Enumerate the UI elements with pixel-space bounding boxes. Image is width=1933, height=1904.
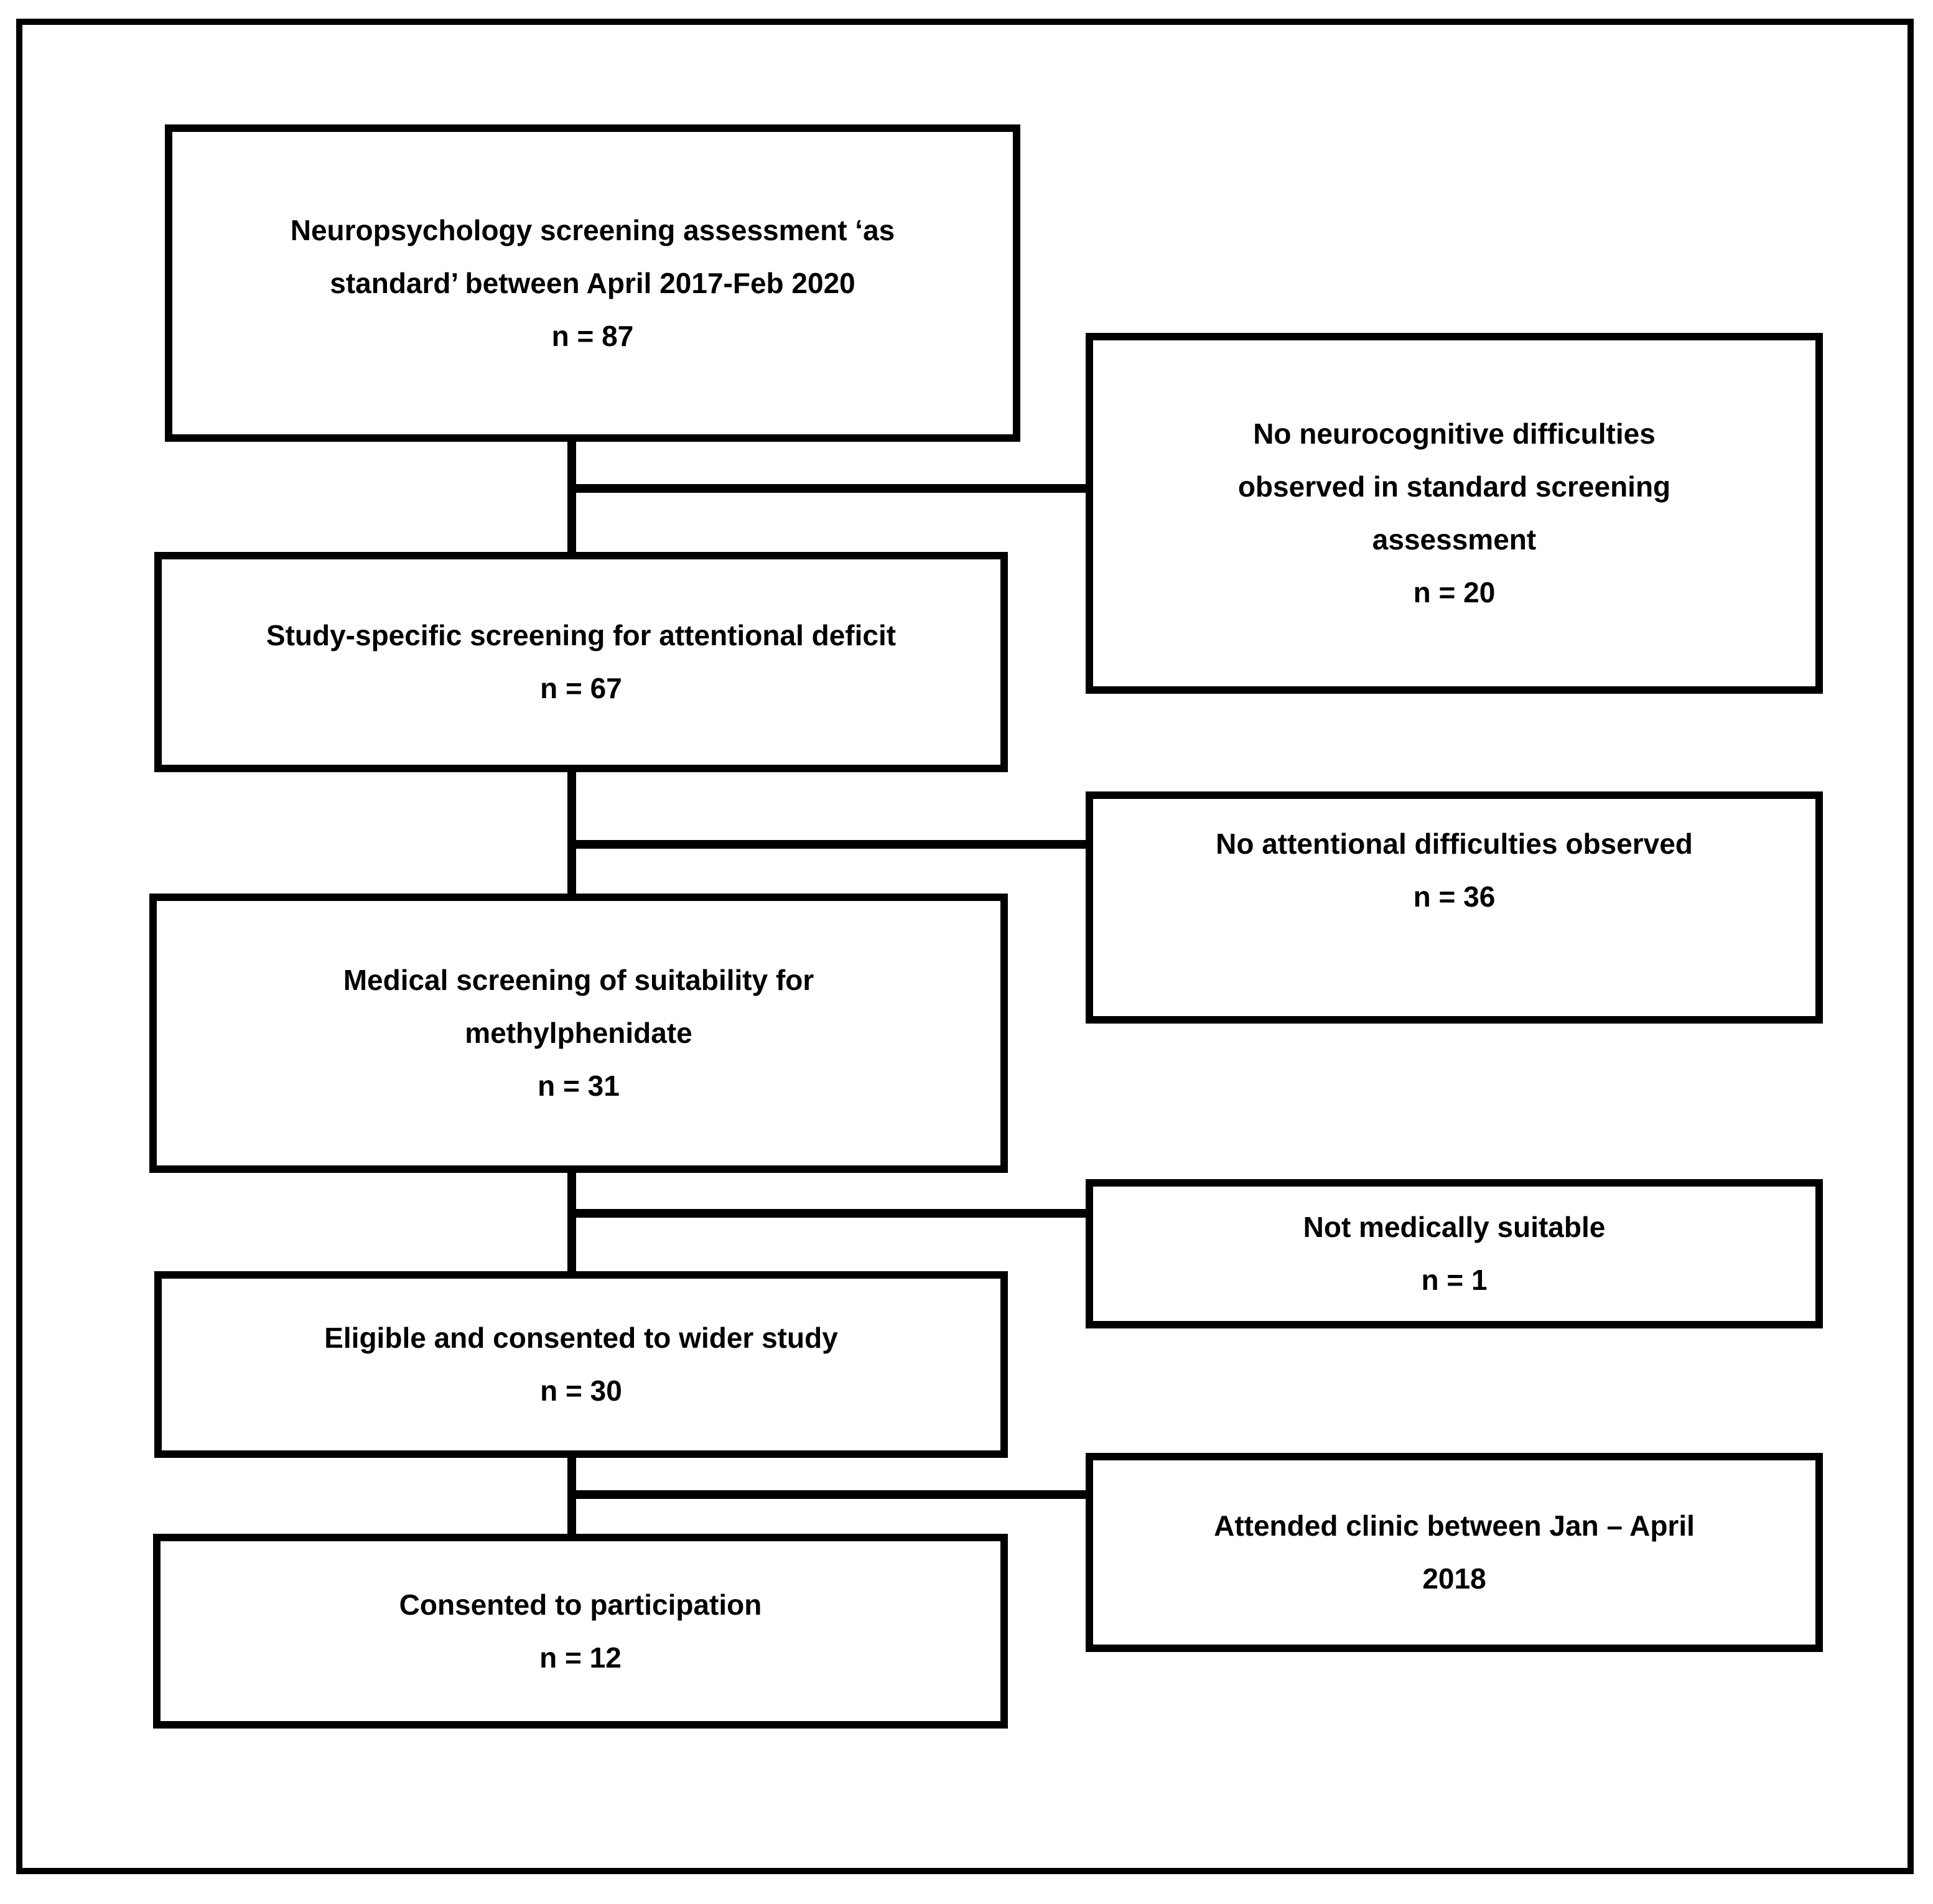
connector-box3-box4 xyxy=(567,1170,576,1274)
box-text-line: n = 30 xyxy=(540,1374,622,1407)
diagram-border xyxy=(16,19,1914,1874)
box-text-line: n = 36 xyxy=(1413,880,1496,913)
not-medically-suitable-box: Not medically suitable n = 1 xyxy=(1086,1179,1823,1328)
no-attentional-difficulties-box: No attentional difficulties observed n = … xyxy=(1086,791,1823,1024)
box-text-line: n = 1 xyxy=(1421,1264,1488,1296)
attended-clinic-box: Attended clinic between Jan – April 2018 xyxy=(1086,1453,1823,1652)
medical-screening-box: Medical screening of suitability for meth… xyxy=(149,894,1008,1173)
box-text-line: observed in standard screening xyxy=(1237,470,1671,503)
box-text-line: No attentional difficulties observed xyxy=(1216,828,1693,860)
no-neurocognitive-difficulties-box: No neurocognitive difficulties observed i… xyxy=(1086,333,1823,694)
box-text-line: n = 20 xyxy=(1413,576,1496,609)
study-specific-screening-box: Study-specific screening for attentional… xyxy=(154,552,1008,772)
box-text-line: Medical screening of suitability for xyxy=(343,964,814,996)
neuropsychology-screening-box: Neuropsychology screening assessment ‘as… xyxy=(165,124,1020,442)
consented-participation-box: Consented to participation n = 12 xyxy=(153,1534,1008,1729)
box-text-line: Attended clinic between Jan – April xyxy=(1214,1510,1695,1542)
box-text-line: Consented to participation xyxy=(399,1588,762,1621)
branch-attended-clinic xyxy=(567,1490,1088,1499)
box-text-line: Neuropsychology screening assessment ‘as xyxy=(290,213,895,246)
box-text-line: methylphenidate xyxy=(465,1017,692,1049)
eligible-consented-box: Eligible and consented to wider study n =… xyxy=(154,1271,1008,1458)
connector-box2-box3 xyxy=(567,770,576,896)
connector-box1-box2 xyxy=(567,439,576,554)
box-text-line: Not medically suitable xyxy=(1303,1211,1606,1243)
box-text-line: n = 12 xyxy=(539,1641,622,1674)
box-text-line: standard’ between April 2017-Feb 2020 xyxy=(330,266,855,299)
box-text-line: Eligible and consented to wider study xyxy=(324,1322,838,1354)
box-text-line: assessment xyxy=(1372,523,1537,556)
box-text-line: Study-specific screening for attentional… xyxy=(266,619,897,651)
box-text-line: 2018 xyxy=(1422,1562,1486,1595)
branch-no-neurocognitive xyxy=(567,484,1088,493)
box-text-line: No neurocognitive difficulties xyxy=(1253,418,1656,450)
branch-not-medically-suitable xyxy=(567,1209,1088,1218)
box-text-line: n = 31 xyxy=(538,1070,620,1102)
branch-no-attentional xyxy=(567,840,1088,849)
box-text-line: n = 87 xyxy=(551,319,634,352)
box-text-line: n = 67 xyxy=(540,672,622,704)
